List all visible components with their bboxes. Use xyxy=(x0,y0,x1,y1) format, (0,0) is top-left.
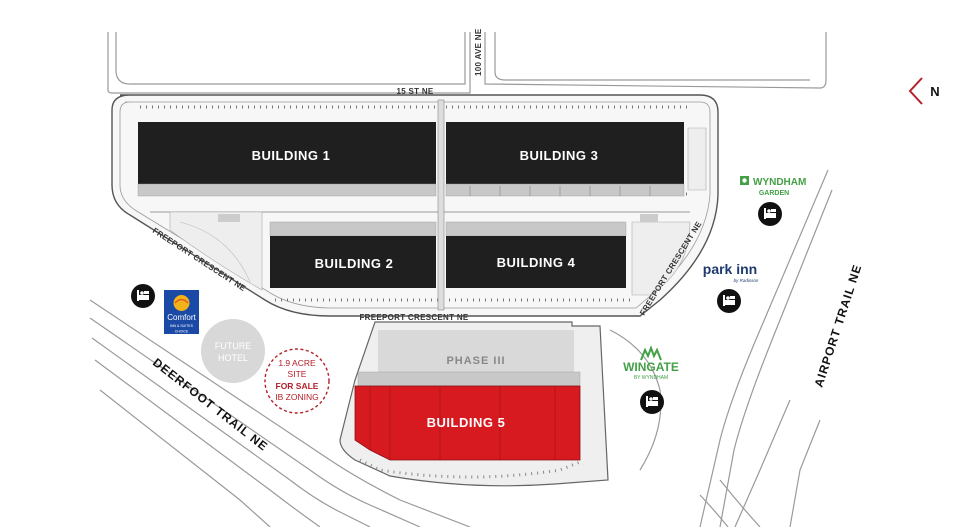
building-1-label: BUILDING 1 xyxy=(252,148,331,163)
compass-chevron-icon xyxy=(908,77,923,105)
wyndham-line2: GARDEN xyxy=(759,190,789,197)
park-inn-logo: park inn by Radisson xyxy=(703,261,759,283)
parkinn-sub: by Radisson xyxy=(734,278,759,283)
road-label-15-st: 15 ST NE xyxy=(396,87,433,96)
building-3-label: BUILDING 3 xyxy=(520,148,599,163)
building-3[interactable]: BUILDING 3 xyxy=(445,122,685,197)
sale-site-line4: IB ZONING xyxy=(275,392,318,402)
building-4[interactable]: BUILDING 4 xyxy=(445,221,627,288)
road-label-freeport-south: FREEPORT CRESCENT NE xyxy=(359,313,468,322)
sale-site-line3: FOR SALE xyxy=(276,381,319,391)
comfort-inn-logo: Comfort INN & SUITES CHOICE xyxy=(164,290,199,334)
sale-site-line2: SITE xyxy=(288,369,307,379)
wingate-logo: WINGATE BY WYNDHAM xyxy=(623,345,679,381)
building-2-label: BUILDING 2 xyxy=(315,256,394,271)
phase-3-label: PHASE III xyxy=(446,355,505,367)
building-1[interactable]: BUILDING 1 xyxy=(137,122,437,197)
wyndham-line1: WYNDHAM xyxy=(753,177,806,188)
road-label-airport: AIRPORT TRAIL NE xyxy=(812,262,865,388)
comfort-choice: CHOICE xyxy=(175,330,189,334)
bed-icon xyxy=(717,289,741,313)
comfort-sub: INN & SUITES xyxy=(170,324,194,328)
building-5[interactable]: BUILDING 5 xyxy=(354,385,581,461)
compass-label: N xyxy=(930,84,939,99)
road-label-100-ave: 100 AVE NE xyxy=(474,28,483,76)
building-2[interactable]: BUILDING 2 xyxy=(269,221,437,288)
building-5-label: BUILDING 5 xyxy=(427,415,506,430)
sale-site[interactable]: 1.9 ACRE SITE FOR SALE IB ZONING xyxy=(264,348,330,414)
comfort-name: Comfort xyxy=(167,313,196,322)
phase-3-block[interactable] xyxy=(378,330,574,372)
wyndham-garden-logo: WYNDHAM GARDEN xyxy=(740,176,806,197)
road-lines xyxy=(89,32,833,527)
building-4-label: BUILDING 4 xyxy=(497,255,576,270)
future-hotel-line2: HOTEL xyxy=(218,353,248,363)
wingate-sub: BY WYNDHAM xyxy=(634,375,668,381)
future-hotel-line1: FUTURE xyxy=(215,341,252,351)
parkinn-name: park inn xyxy=(703,261,757,277)
wingate-icon xyxy=(640,345,662,361)
north-arrow: N xyxy=(908,77,940,105)
wingate-name: WINGATE xyxy=(623,360,679,374)
bed-icon xyxy=(131,284,155,308)
bed-icon xyxy=(640,390,664,414)
future-hotel[interactable]: FUTURE HOTEL xyxy=(201,319,265,383)
sale-site-line1: 1.9 ACRE xyxy=(278,358,316,368)
bed-icon xyxy=(758,202,782,226)
